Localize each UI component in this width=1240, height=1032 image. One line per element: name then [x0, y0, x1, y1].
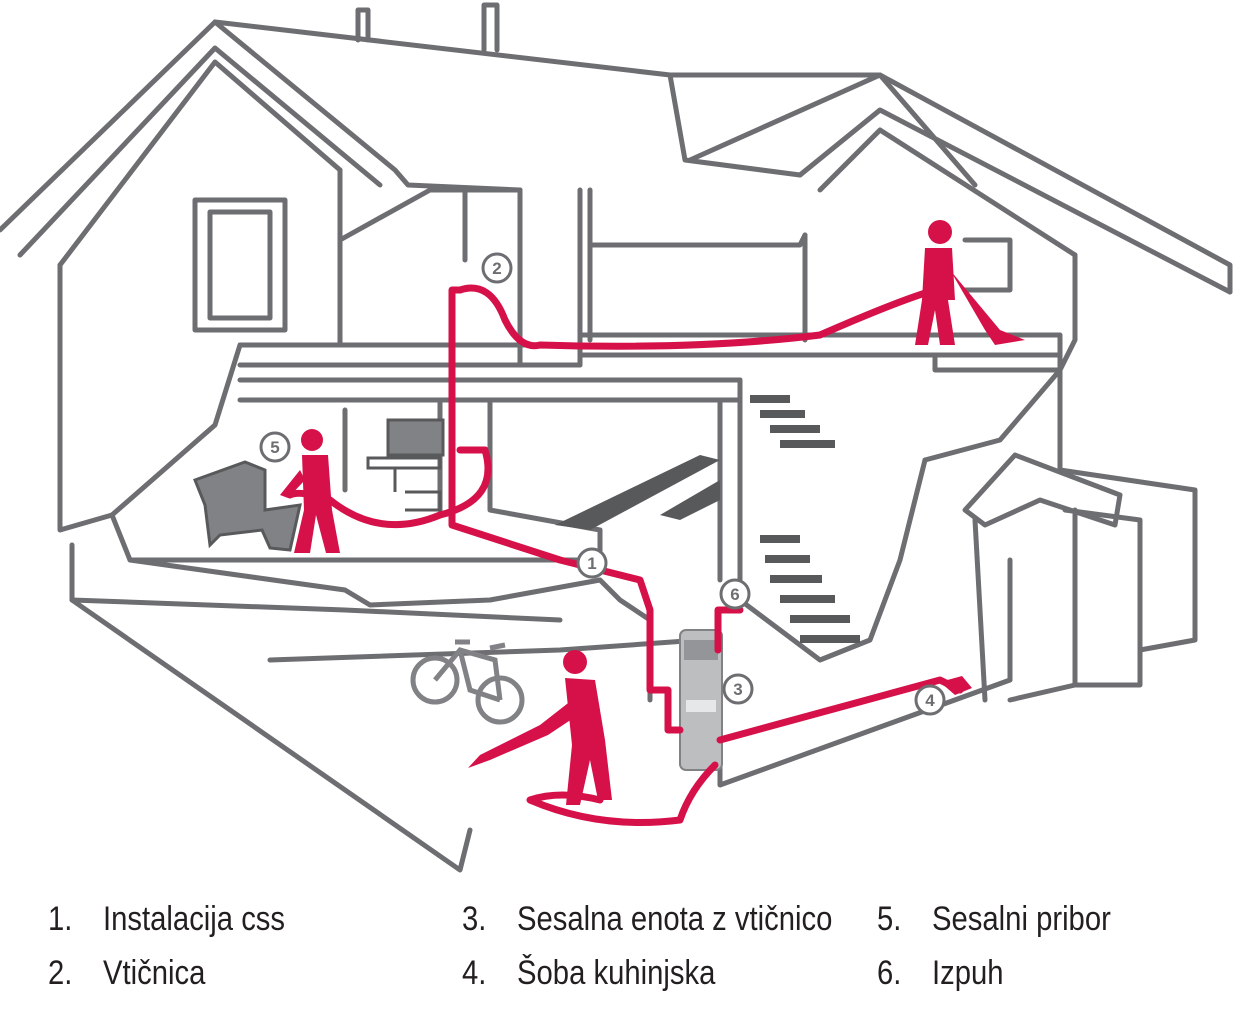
armchair — [193, 460, 302, 552]
legend-number: 4. — [462, 954, 487, 992]
legend-number: 3. — [462, 900, 487, 938]
legend-label: Šoba kuhinjska — [517, 954, 716, 992]
nozzle-kitchen — [940, 676, 972, 695]
svg-text:5: 5 — [270, 438, 279, 457]
callout-1: 1 — [576, 547, 608, 579]
legend-item-6: 6. Izpuh — [877, 954, 1004, 993]
figure-living-room — [280, 429, 340, 553]
legend-number: 2. — [48, 954, 73, 992]
house-diagram: 1 2 3 4 5 6 — [0, 2, 1233, 873]
svg-text:6: 6 — [730, 585, 739, 604]
svg-text:1: 1 — [587, 554, 596, 573]
callout-2: 2 — [481, 252, 513, 284]
callout-3: 3 — [722, 673, 754, 705]
callout-4: 4 — [914, 684, 946, 716]
css-piping — [286, 284, 964, 826]
figure-upstairs — [915, 220, 1025, 345]
legend-label: Vtičnica — [103, 954, 206, 992]
legend-label: Sesalna enota z vtičnico — [517, 900, 833, 938]
tv — [366, 418, 445, 512]
figures — [280, 220, 1025, 805]
vacuum-unit — [679, 629, 723, 771]
callout-6: 6 — [719, 578, 751, 610]
legend-item-4: 4. Šoba kuhinjska — [462, 954, 715, 993]
legend-label: Instalacija css — [103, 900, 286, 938]
legend: 1. Instalacija css 2. Vtičnica 3. Sesalna e… — [0, 890, 1240, 1020]
legend-number: 1. — [48, 900, 73, 938]
legend-item-1: 1. Instalacija css — [48, 900, 285, 939]
legend-number: 6. — [877, 954, 902, 992]
bicycle — [410, 639, 525, 725]
callout-5: 5 — [259, 431, 291, 463]
house-outline — [0, 2, 1233, 873]
legend-number: 5. — [877, 900, 902, 938]
legend-item-3: 3. Sesalna enota z vtičnico — [462, 900, 832, 939]
callout-markers: 1 2 3 4 5 6 — [259, 252, 946, 716]
staircase — [555, 395, 860, 643]
svg-text:4: 4 — [925, 691, 935, 710]
legend-item-2: 2. Vtičnica — [48, 954, 205, 993]
svg-text:3: 3 — [733, 680, 742, 699]
legend-item-5: 5. Sesalni pribor — [877, 900, 1111, 939]
svg-text:2: 2 — [492, 259, 501, 278]
figure-basement — [468, 650, 612, 805]
legend-label: Izpuh — [932, 954, 1004, 992]
legend-label: Sesalni pribor — [932, 900, 1111, 938]
